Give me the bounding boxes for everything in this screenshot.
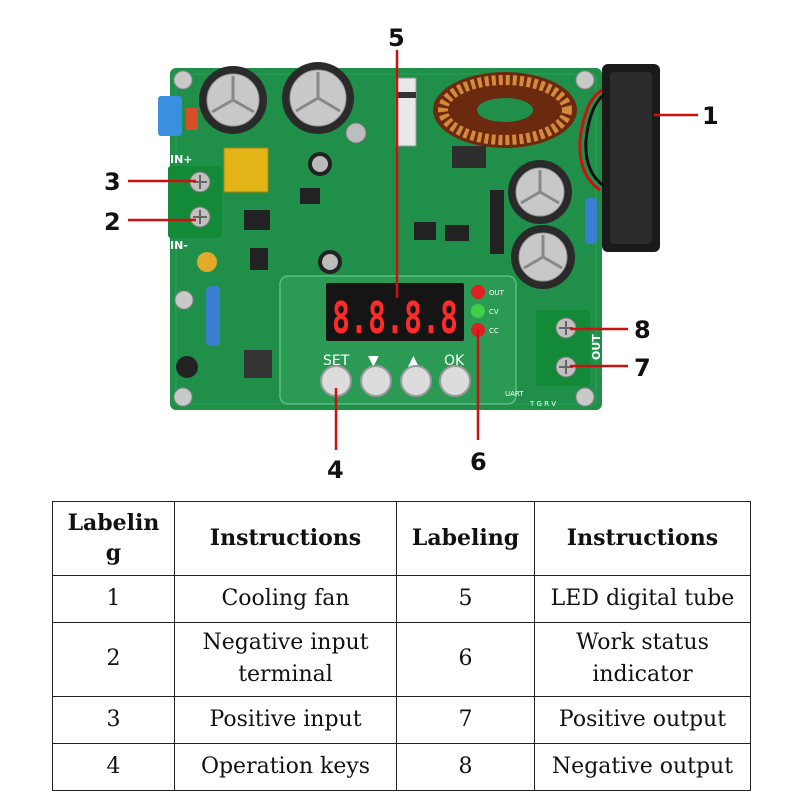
table-cell: Cooling fan [174, 574, 397, 623]
table-header-row: Labelin g Instructions Labeling Instruct… [52, 501, 751, 576]
callout-number-8: 8 [634, 316, 651, 344]
input-terminal-block [168, 166, 222, 238]
inductor-icon [244, 350, 272, 378]
in-plus-label: IN+ [170, 153, 193, 166]
led-cv-icon [471, 304, 485, 318]
mount-hole-icon [173, 70, 193, 90]
out-label: OUT [590, 334, 603, 360]
capacitor-icon [508, 160, 572, 224]
led-out-icon [471, 285, 485, 299]
display-digits: 8.8.8.8 [332, 293, 458, 344]
table-cell: 5 [396, 574, 535, 623]
capacitor-icon [199, 66, 267, 134]
table-row: 1 Cooling fan 5 LED digital tube [52, 574, 751, 623]
capacitor-icon [176, 356, 198, 378]
ok-key-button[interactable] [439, 365, 471, 397]
header-instructions-1: Instructions [174, 501, 397, 576]
header-instructions-2: Instructions [534, 501, 751, 576]
table-cell: Positive output [534, 695, 751, 744]
led-out-label: OUT [489, 289, 505, 297]
ic-chip-icon [300, 188, 320, 204]
up-key-button[interactable] [400, 365, 432, 397]
key-label-set: SET [323, 353, 350, 369]
table-cell: Positive input [174, 695, 397, 744]
mount-hole-icon [173, 387, 193, 407]
cooling-fan-icon [578, 64, 660, 252]
callout-number-4: 4 [327, 456, 344, 480]
ic-chip-icon [250, 248, 268, 270]
callout-number-1: 1 [702, 102, 719, 130]
callout-number-2: 2 [104, 208, 121, 236]
ic-chip-icon [244, 210, 270, 230]
table-cell: Operation keys [174, 742, 397, 792]
resistor-icon [585, 198, 597, 244]
diode-icon [490, 190, 504, 254]
led-digital-tube [326, 283, 464, 341]
header-labeling-2: Labeling [396, 501, 535, 576]
key-label-down: ▼ [368, 353, 379, 369]
uart-pins-label: T G R V [529, 400, 556, 408]
ic-chip-icon [452, 146, 486, 168]
output-terminal-block [536, 310, 590, 386]
mount-hole-icon [345, 122, 367, 144]
table-cell: 1 [52, 574, 175, 623]
table-row: 4 Operation keys 8 Negative output [52, 742, 751, 792]
table-row: 2 Negative input terminal 6 Work status … [52, 621, 751, 697]
table-row: 3 Positive input 7 Positive output [52, 695, 751, 744]
callout-number-3: 3 [104, 168, 121, 196]
capacitor-icon [511, 225, 575, 289]
instructions-table: Labelin g Instructions Labeling Instruct… [52, 501, 751, 792]
table-cell: Work status indicator [534, 621, 751, 697]
table-cell: Negative output [534, 742, 751, 792]
table-cell: 8 [396, 742, 535, 792]
board-figure: IN+ IN- OUT 8.8.8.8 OUT CV CC SET ▼ ▲ OK… [104, 24, 719, 480]
component-icon [197, 252, 217, 272]
key-label-up: ▲ [408, 353, 419, 369]
table-cell: 3 [52, 695, 175, 744]
table-cell: LED digital tube [534, 574, 751, 623]
led-cv-label: CV [489, 308, 499, 316]
callout-number-7: 7 [634, 354, 651, 382]
fuse-icon [158, 96, 182, 136]
table-cell: 4 [52, 742, 175, 792]
table-cell: 6 [396, 621, 535, 697]
callout-number-6: 6 [470, 448, 487, 476]
inductor-icon [433, 72, 577, 148]
down-key-button[interactable] [360, 365, 392, 397]
ic-chip-icon [445, 225, 469, 241]
diode-icon [395, 77, 417, 147]
led-cc-label: CC [489, 327, 499, 335]
mount-hole-icon [174, 290, 194, 310]
uart-label: UART [505, 390, 524, 398]
ic-chip-icon [414, 222, 436, 240]
transformer-icon [223, 147, 269, 193]
table-cell: Negative input terminal [174, 621, 397, 697]
resistor-icon [206, 286, 220, 346]
mount-hole-icon [575, 70, 595, 90]
header-labeling-1: Labelin g [52, 501, 175, 576]
mount-hole-icon [575, 387, 595, 407]
in-minus-label: IN- [170, 239, 188, 252]
table-cell: 7 [396, 695, 535, 744]
table-cell: 2 [52, 621, 175, 697]
key-label-ok: OK [444, 353, 465, 369]
capacitor-icon [282, 62, 354, 134]
callout-number-5: 5 [388, 24, 405, 52]
